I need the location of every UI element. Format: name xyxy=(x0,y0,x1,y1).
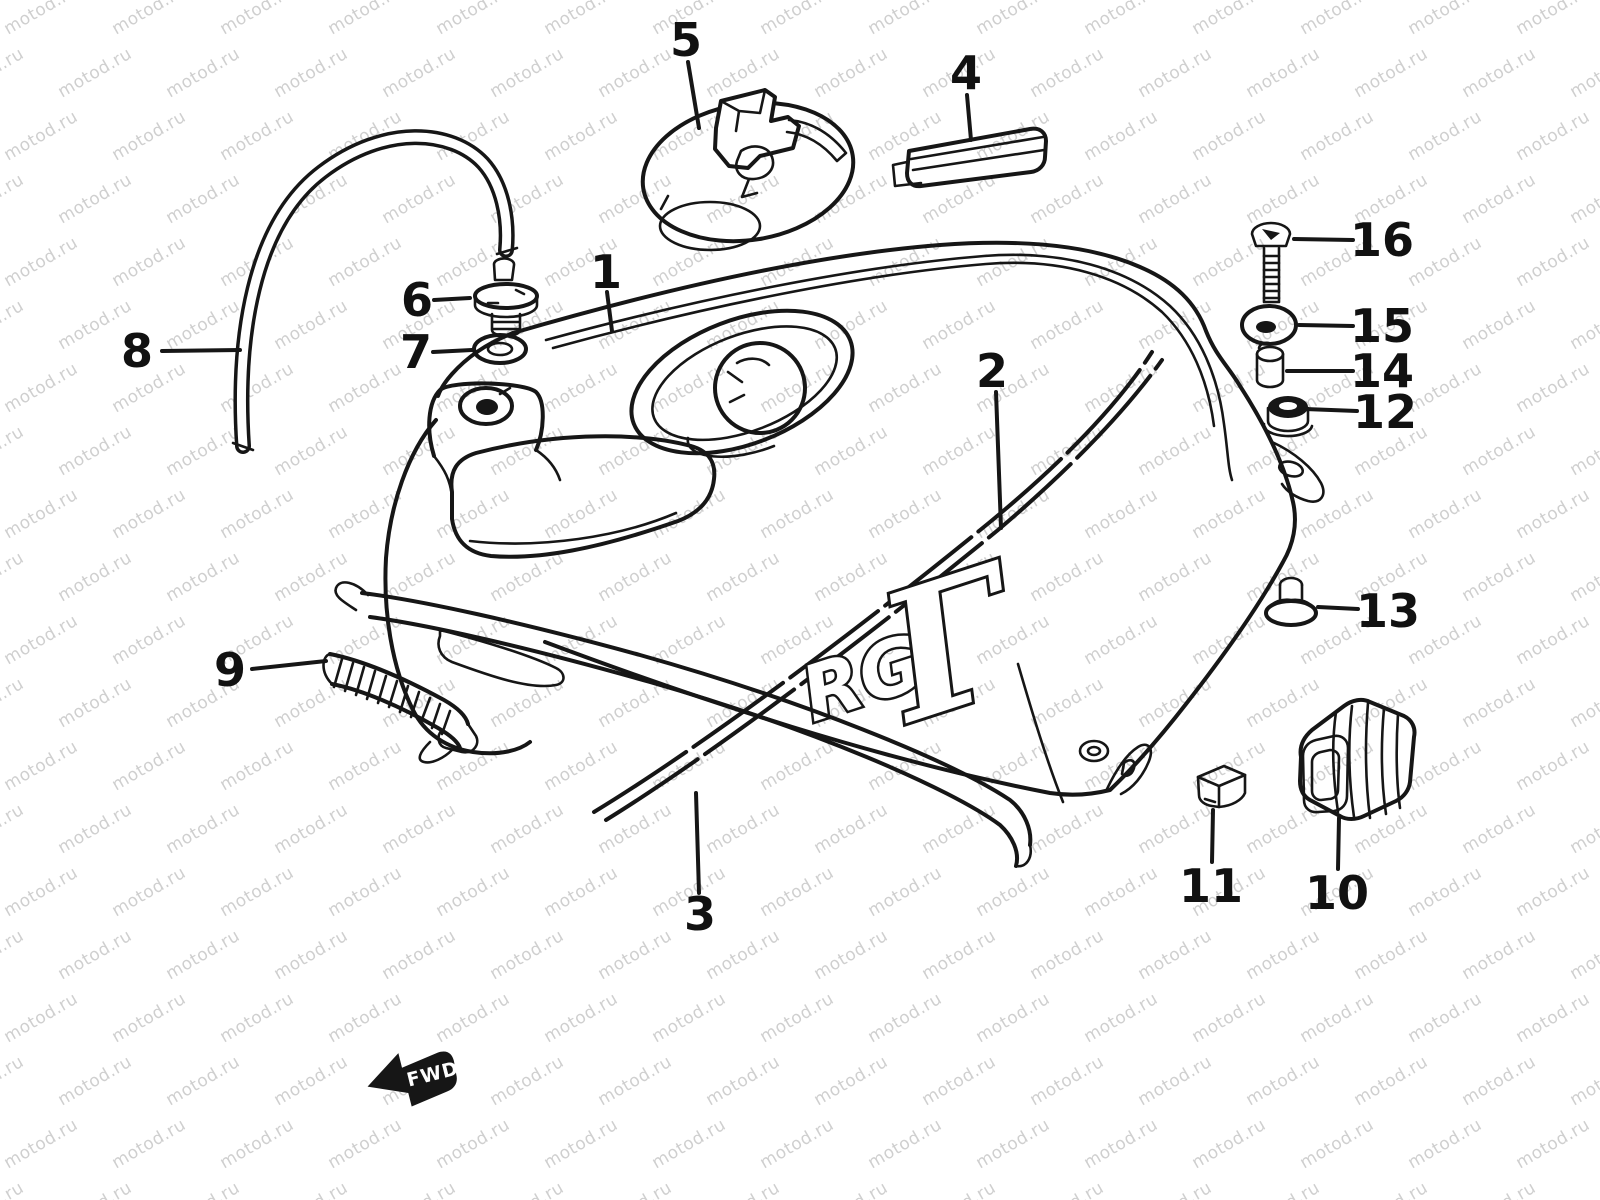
callout-6: 6 xyxy=(401,273,433,327)
callout-9: 9 xyxy=(214,643,246,697)
mount-grommet-upper xyxy=(1262,396,1314,438)
callout-11: 11 xyxy=(1179,859,1243,913)
callout-12: 12 xyxy=(1353,385,1417,439)
callout-4: 4 xyxy=(950,46,982,100)
callout-1: 1 xyxy=(590,245,622,299)
callout-7: 7 xyxy=(400,325,432,379)
callout-5: 5 xyxy=(670,13,702,67)
cushion-strip xyxy=(891,126,1048,189)
callout-3: 3 xyxy=(684,887,716,941)
valve-gasket xyxy=(472,333,528,365)
mount-bolt xyxy=(1250,221,1292,304)
mount-spacer xyxy=(1255,341,1285,389)
callout-13: 13 xyxy=(1356,584,1420,638)
callout-8: 8 xyxy=(121,324,153,378)
callout-16: 16 xyxy=(1350,213,1414,267)
leader-lines xyxy=(160,60,1360,895)
side-molding-strip xyxy=(334,581,1033,868)
pinstripe-tape xyxy=(592,350,1164,822)
forward-direction-arrow: FWD xyxy=(367,1051,461,1107)
logo-gamma-text: Γ xyxy=(855,525,1051,763)
spacer-pad xyxy=(1196,764,1247,809)
filler-cap-assembly xyxy=(640,88,856,252)
callout-15: 15 xyxy=(1350,299,1414,353)
ribbed-cushion xyxy=(1298,697,1417,821)
arrow-left-icon xyxy=(367,1051,457,1107)
mount-grommet-lower xyxy=(1264,576,1318,627)
mount-washer xyxy=(1240,304,1298,346)
ribbed-clamp xyxy=(322,652,479,764)
callout-14: 14 xyxy=(1350,344,1414,398)
callout-labels: 1 2 3 4 5 6 7 8 9 10 11 12 13 14 15 16 xyxy=(121,13,1420,941)
fuel-tank-body xyxy=(383,240,1325,804)
callout-2: 2 xyxy=(976,344,1008,398)
callout-10: 10 xyxy=(1305,866,1369,920)
fuel-valve xyxy=(473,257,539,338)
breather-hose xyxy=(231,129,519,454)
